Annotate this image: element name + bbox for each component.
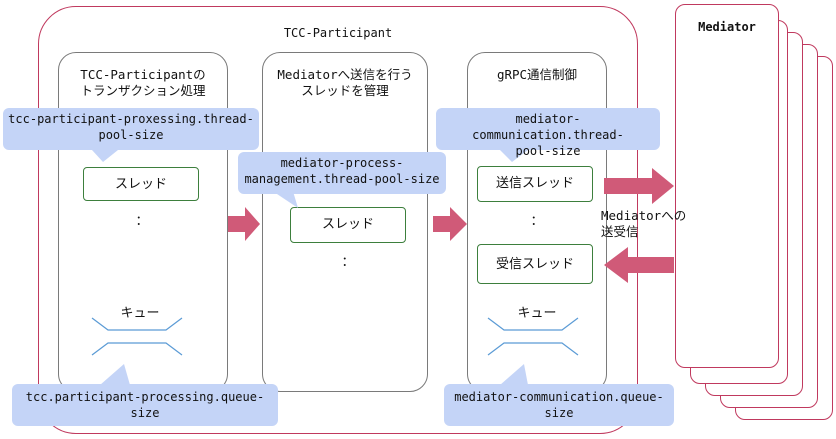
- receive-thread: 受信スレッド: [477, 244, 593, 284]
- mediator-transfer-label-line1: Mediatorへの: [601, 208, 687, 223]
- panel3-dots: ：: [530, 214, 544, 229]
- callout-tail-mediator-comm-thread: [500, 150, 528, 162]
- panel3-title: gRPC通信制御: [496, 67, 578, 82]
- callout-tail-mediator-comm-queue: [500, 364, 528, 385]
- callout-tail-tcc-queue: [100, 364, 130, 385]
- tcc-participant-title: TCC-Participant: [283, 26, 393, 40]
- tcc-participant-container: [38, 6, 638, 434]
- panel1-title-line1: TCC-Participantの: [80, 67, 206, 82]
- callout-tail-tcc-thread-pool: [92, 150, 118, 162]
- note-mediator-comm-thread-line1: mediator-communication.thread-: [472, 112, 624, 142]
- note-mediator-process-thread-pool-size: mediator-process- management.thread-pool…: [238, 152, 446, 194]
- note-mediator-comm-queue-size: mediator-communication.queue- size: [444, 384, 674, 426]
- panel1-queue-icon: [91, 317, 183, 356]
- note-mediator-comm-queue-line1: mediator-communication.queue-: [454, 390, 664, 404]
- note-mediator-process-line1: mediator-process-: [280, 156, 404, 170]
- panel1-title-line2: トランザクション処理: [80, 83, 206, 98]
- note-mediator-comm-queue-line2: size: [544, 406, 574, 420]
- panel2-title-line2: スレッドを管理: [301, 83, 389, 98]
- panel2-title-line1: Mediatorへ送信を行う: [277, 67, 413, 82]
- mediator-title: Mediator: [698, 20, 756, 34]
- panel1-queue-label: キュー: [120, 306, 160, 321]
- note-tcc-queue-line2: size: [130, 406, 160, 420]
- panel1-dots: ：: [135, 214, 149, 229]
- arrow-panel2-to-panel3: [433, 207, 467, 241]
- note-tcc-queue-line1: tcc.participant-processing.queue-: [25, 390, 265, 404]
- arrow-send-to-mediator: [604, 168, 674, 204]
- note-mediator-comm-thread-line2: pool-size: [515, 144, 581, 158]
- panel1-thread: スレッド: [83, 167, 199, 201]
- mediator-card-front: [675, 4, 779, 368]
- panel3-queue-icon: [487, 317, 579, 356]
- note-tcc-thread-pool-line1: tcc-participant-proxessing.thread-: [8, 112, 254, 126]
- mediator-transfer-label-line2: 送受信: [601, 224, 639, 239]
- note-tcc-thread-pool-size: tcc-participant-proxessing.thread- pool-…: [3, 108, 259, 150]
- arrow-panel1-to-panel2: [228, 207, 260, 241]
- panel2-dots: ：: [341, 255, 355, 270]
- note-tcc-queue-size: tcc.participant-processing.queue- size: [12, 384, 278, 426]
- arrow-mediator-to-receive: [604, 247, 674, 283]
- note-tcc-thread-pool-line2: pool-size: [98, 128, 164, 142]
- note-mediator-comm-thread-pool-size: mediator-communication.thread- pool-size: [436, 108, 660, 158]
- note-mediator-process-line2: management.thread-pool-size: [244, 172, 440, 186]
- send-thread: 送信スレッド: [477, 166, 593, 202]
- panel2-thread: スレッド: [290, 207, 406, 243]
- panel3-queue-label: キュー: [517, 306, 557, 321]
